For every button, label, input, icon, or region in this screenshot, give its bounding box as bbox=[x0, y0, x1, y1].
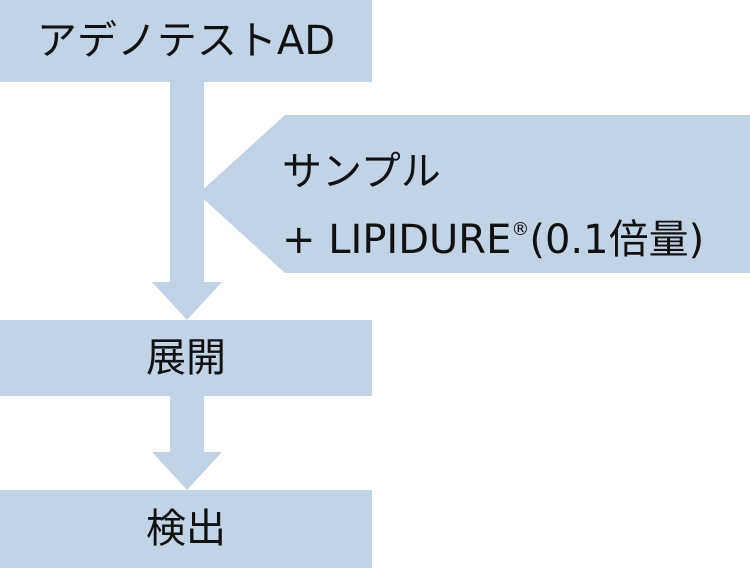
registered-mark: ® bbox=[511, 219, 530, 240]
sample-label: サンプル bbox=[282, 149, 441, 195]
lipidure-dose: (0.1倍量) bbox=[529, 217, 705, 263]
lipidure-label: + LIPIDURE®(0.1倍量) bbox=[282, 201, 704, 269]
lipidure-prefix: + LIPIDURE bbox=[282, 217, 512, 263]
arrow-shaft-2 bbox=[170, 396, 204, 452]
step-adenotest-label: アデノテストAD bbox=[36, 18, 336, 64]
arrow-head-1 bbox=[152, 282, 222, 320]
step-detection-label: 検出 bbox=[146, 506, 226, 552]
step-adenotest: アデノテストAD bbox=[0, 0, 372, 82]
arrow-shaft-1 bbox=[170, 82, 204, 282]
step-development: 展開 bbox=[0, 320, 372, 396]
step-development-label: 展開 bbox=[146, 335, 226, 381]
arrow-head-2 bbox=[152, 452, 222, 490]
step-detection: 検出 bbox=[0, 490, 372, 568]
input-callout-text: サンプル + LIPIDURE®(0.1倍量) bbox=[282, 143, 704, 269]
input-callout-shape bbox=[198, 115, 750, 273]
